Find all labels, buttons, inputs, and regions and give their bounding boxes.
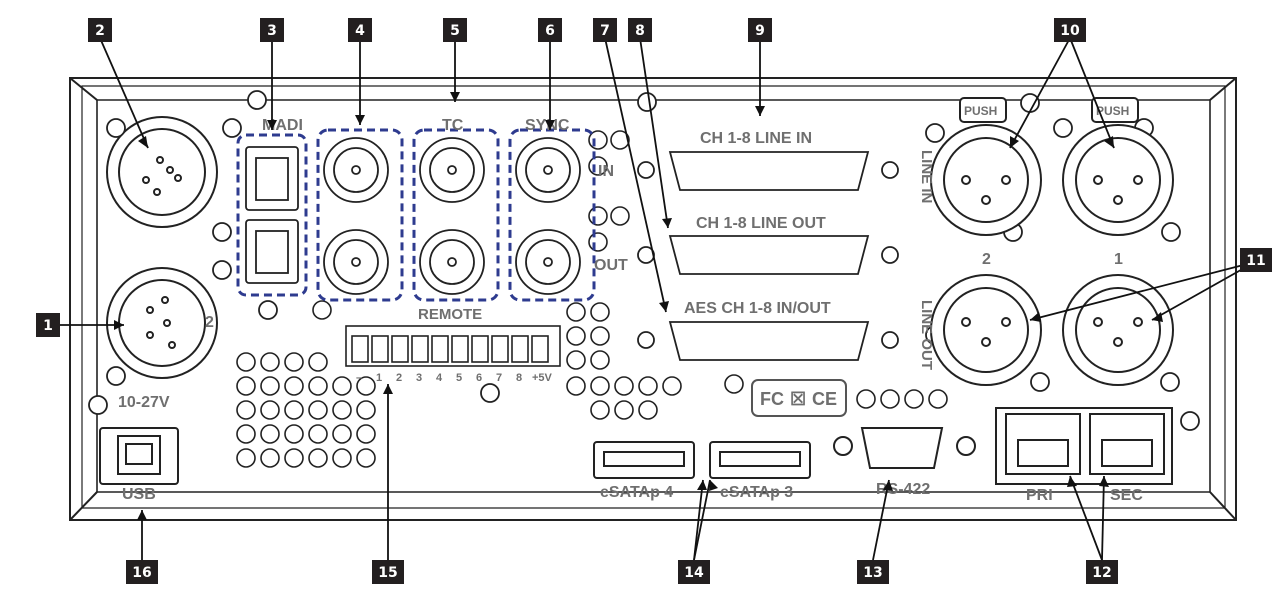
label-push-left: PUSH	[964, 104, 997, 118]
svg-text:16: 16	[132, 565, 151, 581]
svg-text:1: 1	[376, 372, 382, 384]
svg-text:2: 2	[396, 372, 402, 384]
callout-8: 8	[628, 18, 652, 42]
label-line-in: LINE IN	[918, 150, 935, 203]
label-usb: USB	[122, 486, 156, 503]
svg-text:11: 11	[1246, 253, 1265, 269]
label-pri: PRI	[1026, 487, 1053, 504]
remote-pin-labels: – 1 2 3 4 5 6 7 8 +5V	[356, 372, 553, 384]
svg-text:3: 3	[416, 372, 422, 384]
callout-9: 9	[748, 18, 772, 42]
svg-text:5: 5	[450, 23, 460, 39]
callout-14: 14	[678, 560, 710, 584]
esata-ports	[594, 442, 810, 478]
label-aes: AES CH 1-8 IN/OUT	[684, 300, 831, 317]
label-remote: REMOTE	[418, 306, 482, 323]
callout-2: 2	[88, 18, 112, 42]
svg-text:13: 13	[863, 565, 882, 581]
usb-port	[100, 428, 178, 484]
fc-mark: FC	[760, 389, 784, 409]
weee-mark: ☒	[790, 389, 806, 409]
label-sync-in: IN	[598, 163, 614, 180]
svg-text:3: 3	[267, 23, 277, 39]
svg-text:7: 7	[600, 23, 610, 39]
remote-terminal-block	[346, 326, 560, 366]
label-line-out: LINE OUT	[918, 300, 935, 370]
callout-7: 7	[593, 18, 617, 42]
svg-text:6: 6	[476, 372, 482, 384]
svg-text:14: 14	[684, 565, 704, 581]
db25-connectors	[638, 152, 898, 360]
callout-15: 15	[372, 560, 404, 584]
svg-text:8: 8	[516, 372, 522, 384]
madi-ports	[246, 147, 298, 283]
svg-text:15: 15	[378, 565, 397, 581]
label-power: 10-27V	[118, 394, 170, 411]
svg-text:8: 8	[635, 23, 645, 39]
svg-text:1: 1	[43, 318, 53, 334]
svg-text:–: –	[356, 372, 362, 384]
label-madi: MADI	[262, 117, 303, 134]
callout-5: 5	[443, 18, 467, 42]
bnc-connectors	[324, 138, 580, 294]
power-xlr-2-label: 2	[205, 314, 214, 331]
label-esata3: eSATAp 3	[720, 484, 793, 501]
line-xlr-connectors	[931, 98, 1173, 385]
label-ch-line-in: CH 1-8 LINE IN	[700, 130, 812, 147]
ce-mark: CE	[812, 389, 837, 409]
svg-text:+5V: +5V	[532, 372, 553, 384]
callout-16: 16	[126, 560, 158, 584]
power-xlr-bottom	[107, 268, 217, 378]
svg-text:4: 4	[355, 23, 365, 39]
callout-1: 1	[36, 313, 60, 337]
svg-text:4: 4	[436, 372, 443, 384]
callout-12: 12	[1086, 560, 1118, 584]
svg-text:9: 9	[755, 23, 765, 39]
label-sync-out: OUT	[594, 257, 628, 274]
label-tc: TC	[442, 117, 464, 134]
callout-3: 3	[260, 18, 284, 42]
callout-6: 6	[538, 18, 562, 42]
svg-text:12: 12	[1092, 565, 1111, 581]
callout-4: 4	[348, 18, 372, 42]
svg-text:7: 7	[496, 372, 502, 384]
ethernet-ports	[996, 408, 1172, 484]
callout-11: 11	[1240, 248, 1272, 272]
callout-13: 13	[857, 560, 889, 584]
callout-10: 10	[1054, 18, 1086, 42]
label-esata4: eSATAp 4	[600, 484, 673, 501]
svg-text:2: 2	[95, 23, 105, 39]
label-ch-line-out: CH 1-8 LINE OUT	[696, 215, 826, 232]
svg-text:10: 10	[1060, 23, 1080, 39]
label-sync: SYNC	[525, 117, 570, 134]
label-xlr-1: 1	[1114, 251, 1123, 268]
svg-text:6: 6	[545, 23, 555, 39]
label-xlr-2: 2	[982, 251, 991, 268]
svg-text:5: 5	[456, 372, 462, 384]
rs422-port	[834, 428, 975, 468]
label-sec: SEC	[1110, 487, 1143, 504]
